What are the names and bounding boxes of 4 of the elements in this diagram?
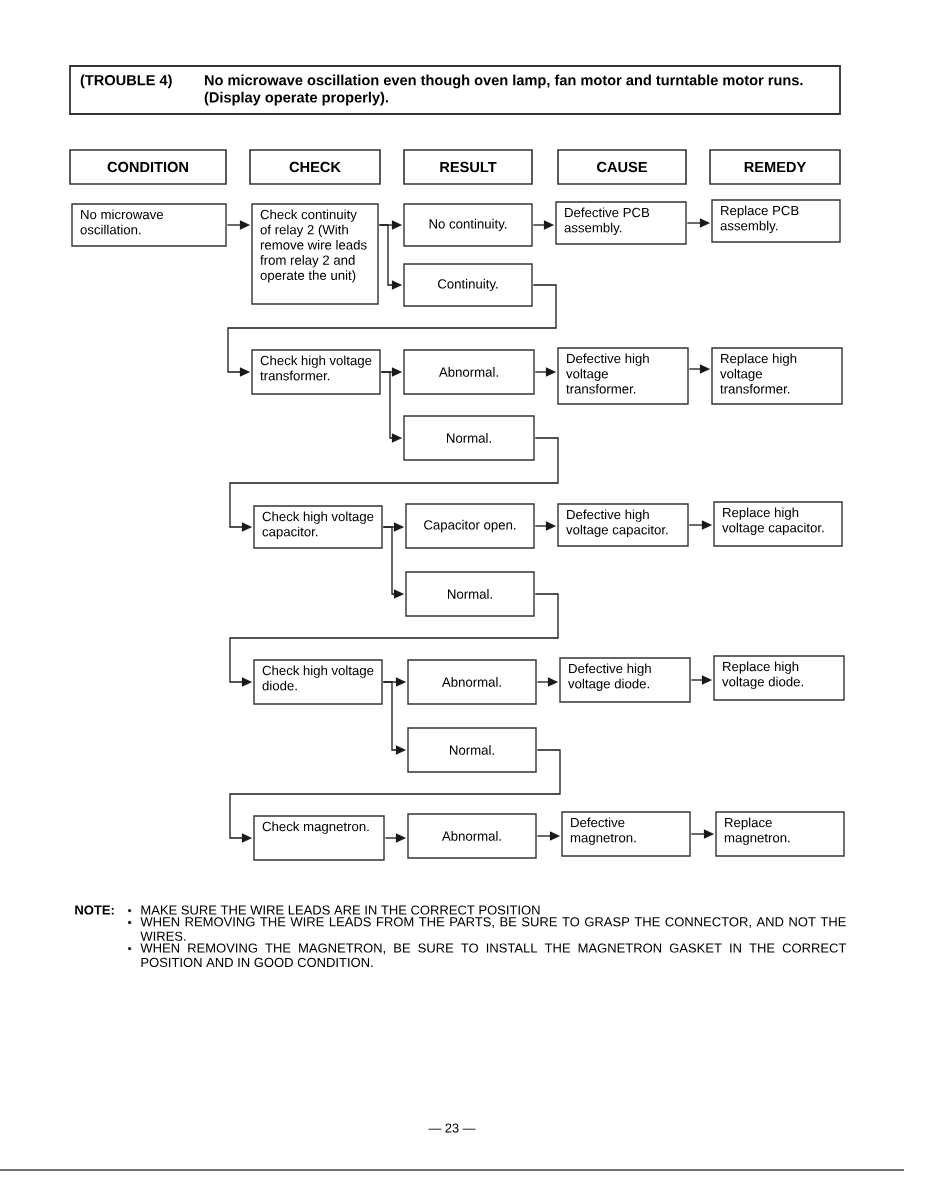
arrow (229, 749, 561, 843)
arrow (229, 437, 559, 532)
arrow (227, 284, 557, 377)
arrow (229, 593, 559, 687)
